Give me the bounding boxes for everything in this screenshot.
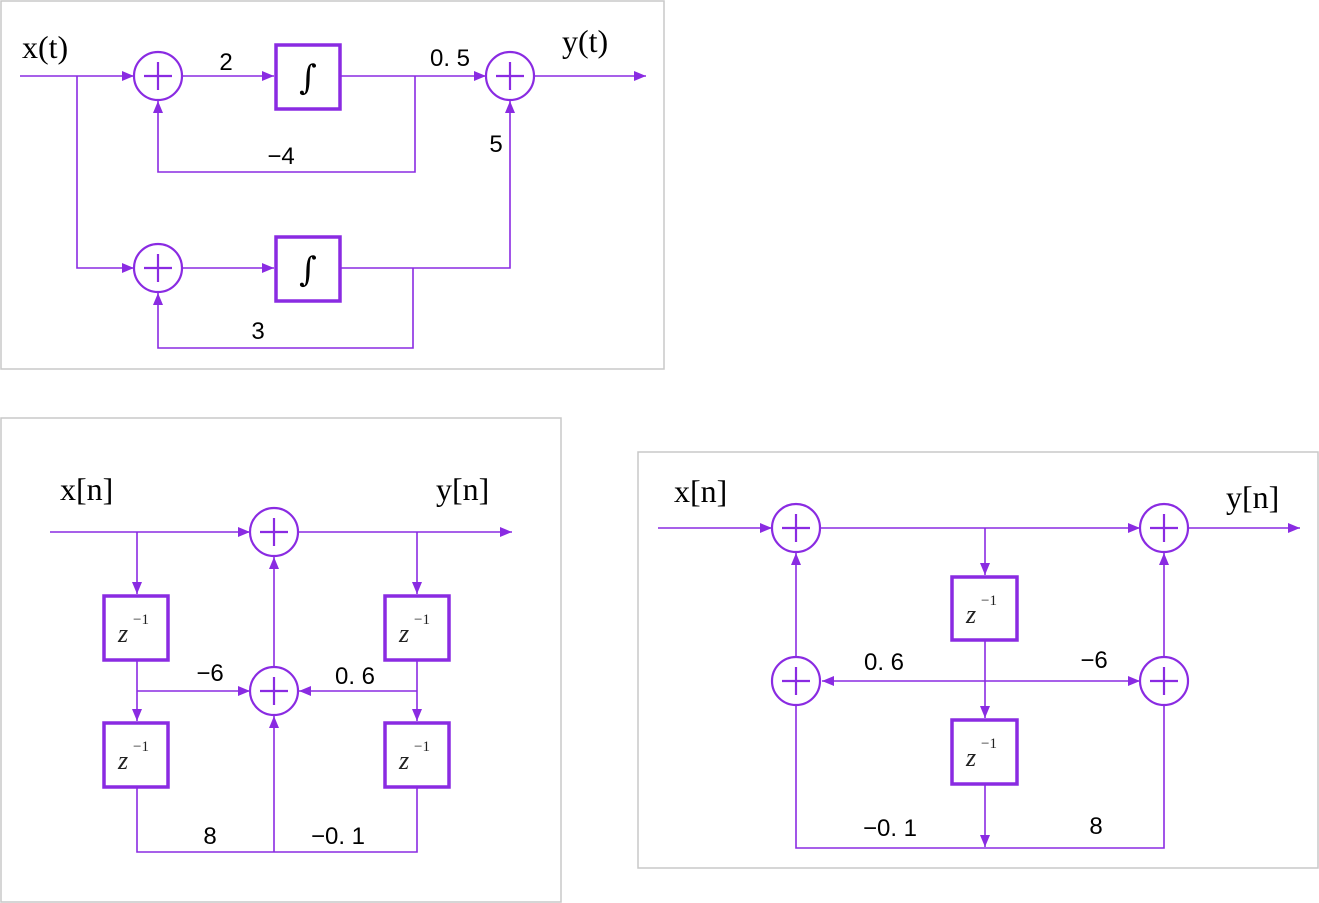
summer-bottom-right bbox=[1138, 655, 1190, 707]
integrator-bottom: ∫ bbox=[274, 235, 342, 303]
summer-middle bbox=[248, 665, 300, 717]
discrete-a-frame bbox=[0, 417, 562, 903]
summer-top bbox=[248, 506, 300, 558]
gain-out-top: 0. 5 bbox=[430, 45, 470, 72]
discrete-diagram-b: z −1 z −1 x[n] y[n] 0. 6 −6 −0. 1 8 bbox=[637, 451, 1319, 869]
summer-top bbox=[132, 50, 184, 102]
delay-exponent: −1 bbox=[981, 736, 997, 752]
wire-feedback-bottom bbox=[153, 268, 414, 349]
input-label: x[n] bbox=[674, 473, 727, 509]
delay-2: z −1 bbox=[950, 718, 1019, 786]
gain-bottom-left: −0. 1 bbox=[863, 815, 917, 842]
summer-top-right bbox=[1138, 502, 1190, 554]
continuous-diagram: ∫ ∫ x(t) y(t) 2 0. 5 −4 5 3 bbox=[0, 0, 665, 370]
delay-base: z bbox=[398, 619, 409, 648]
gain-bottom-left: 8 bbox=[203, 823, 216, 850]
wire-bottom-bus bbox=[136, 788, 418, 853]
summer-bottom bbox=[132, 242, 184, 294]
summer-top-left bbox=[770, 502, 822, 554]
delay-exponent: −1 bbox=[133, 612, 149, 628]
delay-right-1: z −1 bbox=[383, 594, 451, 662]
wire-int2-to-sum-out bbox=[341, 101, 515, 269]
gain-forward: 2 bbox=[219, 49, 232, 76]
gain-feedback-bottom: 3 bbox=[251, 318, 264, 345]
discrete-diagram-a: z −1 z −1 z −1 z −1 x[n] y[n] −6 0. 6 8 … bbox=[0, 417, 562, 903]
output-label: y[n] bbox=[436, 471, 489, 507]
delay-base: z bbox=[117, 746, 128, 775]
delay-exponent: −1 bbox=[133, 739, 149, 755]
output-label: y(t) bbox=[562, 23, 608, 59]
delay-base: z bbox=[117, 619, 128, 648]
gain-bottom-right: 8 bbox=[1089, 813, 1102, 840]
integrator-symbol: ∫ bbox=[299, 58, 317, 98]
wire-feedback-top bbox=[153, 76, 416, 173]
delay-base: z bbox=[965, 743, 976, 772]
gain-right: 0. 6 bbox=[335, 663, 375, 690]
delay-1: z −1 bbox=[950, 575, 1019, 642]
discrete-b-frame bbox=[637, 451, 1319, 869]
summer-output bbox=[484, 50, 536, 102]
gain-left: −6 bbox=[196, 660, 223, 687]
input-label: x[n] bbox=[60, 471, 113, 507]
gain-feedback-top: −4 bbox=[267, 143, 294, 170]
input-label: x(t) bbox=[22, 29, 68, 65]
wire-input-to-sum2 bbox=[76, 76, 134, 273]
delay-exponent: −1 bbox=[414, 612, 430, 628]
delay-left-2: z −1 bbox=[102, 721, 170, 789]
gain-bottom-right: −0. 1 bbox=[311, 823, 365, 850]
delay-exponent: −1 bbox=[414, 739, 430, 755]
gain-mid-left: 0. 6 bbox=[864, 649, 904, 676]
delay-exponent: −1 bbox=[981, 593, 997, 609]
delay-base: z bbox=[965, 600, 976, 629]
delay-right-2: z −1 bbox=[383, 721, 451, 789]
integrator-top: ∫ bbox=[274, 43, 342, 111]
delay-left-1: z −1 bbox=[102, 594, 170, 662]
gain-out-bottom: 5 bbox=[489, 131, 502, 158]
integrator-symbol: ∫ bbox=[299, 250, 317, 290]
summer-bottom-left bbox=[770, 655, 822, 707]
wire-bottom-bus bbox=[795, 705, 1165, 849]
output-label: y[n] bbox=[1226, 479, 1279, 515]
gain-mid-right: −6 bbox=[1080, 647, 1107, 674]
delay-base: z bbox=[398, 746, 409, 775]
